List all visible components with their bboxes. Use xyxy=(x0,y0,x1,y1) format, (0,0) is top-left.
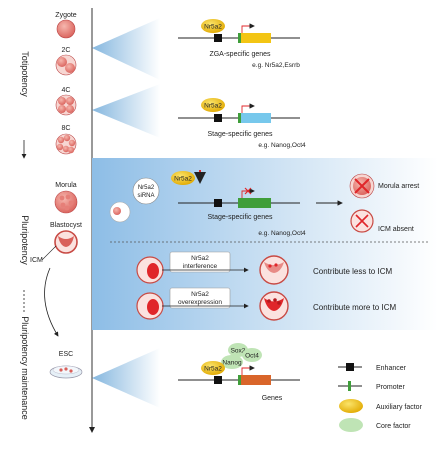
phase-label-maintenance: Pluripotency maintenance xyxy=(20,316,30,420)
promoter-block xyxy=(238,375,241,385)
stage-label-8c: 8C xyxy=(62,125,71,132)
nr5a2-label-zga: Nr5a2 xyxy=(204,24,222,31)
zygote-cell xyxy=(56,19,76,39)
stage-label-4c: 4C xyxy=(62,87,71,94)
overexpression-result: Contribute more to ICM xyxy=(313,303,396,312)
nr5a2-factor-zga xyxy=(201,19,225,33)
legend-enhancer: Enhancer xyxy=(376,365,407,372)
nr5a2-label-knockdown: Nr5a2 xyxy=(174,176,192,183)
sirna-label-1: Nr5a2 xyxy=(138,185,155,191)
gene-block-stage xyxy=(241,113,271,123)
stage-label-icm: ICM xyxy=(30,257,43,264)
outcome-icm-absent: ICM absent xyxy=(378,226,414,233)
two-cell-embryo xyxy=(55,54,77,76)
esc-genes-title: Genes xyxy=(262,395,283,402)
stage-label-esc: ESC xyxy=(59,351,73,358)
legend-core-swatch xyxy=(339,418,363,432)
overexpression-label-1: Nr5a2 xyxy=(191,291,209,298)
gene-block-knockdown xyxy=(241,198,271,208)
zga-examples: e.g. Nr5a2,Esrrb xyxy=(252,62,300,69)
overexpression-box xyxy=(169,287,231,309)
enhancer-block xyxy=(214,34,222,42)
esc-dish xyxy=(49,365,83,379)
interference-box xyxy=(169,251,231,273)
phase-label-pluripotency: Pluripotency xyxy=(20,215,30,265)
nanog-label: Nanog xyxy=(222,360,242,367)
zga-title: ZGA-specific genes xyxy=(209,51,271,58)
stage-label-morula: Morula xyxy=(55,182,77,189)
icm-pointer xyxy=(41,245,57,261)
stage-label-zygote: Zygote xyxy=(55,12,77,19)
panel-stage: Nr5a2 Stage-specific genes e.g. Nanog,Oc… xyxy=(178,98,306,149)
oct4-label: Oct4 xyxy=(245,353,259,360)
enhancer-block xyxy=(214,199,222,207)
legend-enhancer-swatch xyxy=(346,363,354,371)
nr5a2-factor-knockdown xyxy=(171,171,195,185)
legend-promoter-swatch xyxy=(348,381,351,391)
interference-result: Contribute less to ICM xyxy=(313,267,392,276)
phase-label-totipotency: Totipotency xyxy=(20,51,30,97)
overexpression-label-2: overexpression xyxy=(178,299,222,306)
core-factor-oct4 xyxy=(242,348,262,362)
four-cell-embryo xyxy=(55,94,77,116)
panel-interference: Nr5a2 interference Contribute less to IC… xyxy=(136,251,392,285)
knockdown-examples: e.g. Nanog,Oct4 xyxy=(258,230,306,237)
nr5a2-factor-stage xyxy=(201,98,225,112)
interference-label-2: interference xyxy=(183,263,218,270)
block-x-icon xyxy=(244,187,252,195)
panel-overexpression: Nr5a2 overexpression Contribute more to … xyxy=(136,287,396,321)
injected-cells xyxy=(147,263,159,279)
sirna-label-2: siRNA xyxy=(137,193,154,199)
icm-to-esc-arrow xyxy=(44,267,59,337)
wedge-zga xyxy=(92,18,160,80)
enhancer-block xyxy=(214,114,222,122)
nr5a2-label-stage: Nr5a2 xyxy=(204,103,222,110)
panel-knockdown: Nr5a2 siRNA Nr5a2 Stage-specific genes e… xyxy=(109,170,419,237)
morula-arrest-icon xyxy=(349,173,375,199)
transcription-arrow xyxy=(241,103,255,113)
interference-label-1: Nr5a2 xyxy=(191,255,209,262)
stage-examples: e.g. Nanog,Oct4 xyxy=(258,142,306,149)
blastocyst-embryo xyxy=(54,230,78,254)
transcription-arrow xyxy=(241,23,255,33)
wedge-stage xyxy=(92,84,160,138)
wedge-esc xyxy=(92,348,160,408)
legend-core: Core factor xyxy=(376,423,411,430)
knockdown-title: Stage-specific genes xyxy=(208,214,273,221)
panel-esc: Sox2 Oct4 Nanog Nr5a2 Genes xyxy=(178,343,300,402)
stage-label-2c: 2C xyxy=(62,47,71,54)
gene-block-esc xyxy=(241,375,271,385)
core-factor-nanog xyxy=(221,355,243,369)
promoter-block xyxy=(238,33,241,43)
nr5a2-factor-esc xyxy=(201,361,225,375)
nr5a2-label-esc: Nr5a2 xyxy=(204,366,222,373)
icm-absent-icon xyxy=(350,209,374,233)
gene-block-zga xyxy=(241,33,271,43)
transcription-arrow xyxy=(241,365,255,375)
eight-cell-embryo xyxy=(55,133,77,155)
enhancer-block xyxy=(214,376,222,384)
sox2-label: Sox2 xyxy=(231,348,246,355)
legend-auxiliary: Auxiliary factor xyxy=(376,404,423,411)
stage-title: Stage-specific genes xyxy=(208,131,273,138)
legend: Enhancer Promoter Auxiliary factor Core … xyxy=(338,363,423,432)
legend-auxiliary-swatch xyxy=(339,399,363,413)
legend-promoter: Promoter xyxy=(376,384,405,391)
morula-embryo xyxy=(54,190,78,214)
transcription-arrow xyxy=(241,188,255,198)
panel-zga: Nr5a2 ZGA-specific genes e.g. Nr5a2,Esrr… xyxy=(178,19,300,69)
stage-label-blastocyst: Blastocyst xyxy=(50,222,82,229)
sirna-bubble xyxy=(132,177,160,205)
promoter-block xyxy=(238,113,241,123)
outcome-morula-arrest: Morula arrest xyxy=(378,183,419,190)
promoter-block xyxy=(238,198,241,208)
